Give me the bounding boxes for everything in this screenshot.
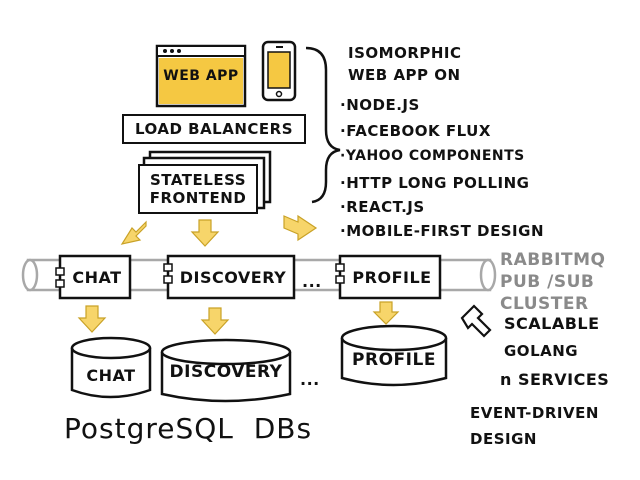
bullet-item: ·NODE.JS (340, 96, 420, 114)
postgresql-caption: PostgreSQL DBs (64, 412, 313, 445)
notes-heading-line2: WEB APP ON (348, 66, 461, 84)
web-app-browser-icon (155, 44, 247, 108)
bullet-item: ·HTTP LONG POLLING (340, 174, 530, 192)
service-note-line3: n SERVICES (500, 370, 610, 389)
service-note-line4: EVENT-DRIVEN (470, 404, 599, 422)
frontend-to-services-arrows (120, 214, 318, 247)
bullet-item: ·YAHOO COMPONENTS (340, 148, 525, 164)
service-note-line1: SCALABLE (504, 314, 600, 333)
bullet-item: ·MOBILE-FIRST DESIGN (340, 222, 545, 240)
mobile-phone-icon (261, 40, 297, 102)
service-note-line2: GOLANG (504, 342, 579, 360)
services-to-db-arrows (77, 301, 400, 335)
service-ellipsis: ... (302, 272, 322, 291)
grouping-brace (305, 46, 341, 204)
stateless-frontend-line1: STATELESS (149, 171, 247, 189)
stateless-frontend-box: STATELESS FRONTEND (138, 164, 258, 214)
db-chat-label: CHAT (86, 366, 136, 385)
rabbitmq-line2: PUB /SUB (500, 272, 595, 292)
service-note-line5: DESIGN (470, 430, 537, 448)
db-profile-label: PROFILE (352, 350, 436, 370)
db-ellipsis: ... (300, 370, 320, 389)
service-chat-label: CHAT (72, 268, 122, 287)
db-cylinders (70, 324, 448, 403)
pointer-arrow-icon (460, 304, 492, 338)
stateless-frontend-line2: FRONTEND (149, 189, 247, 207)
web-app-label: WEB APP (163, 68, 239, 84)
bullet-item: ·FACEBOOK FLUX (340, 122, 491, 140)
notes-heading-line1: ISOMORPHIC (348, 44, 462, 62)
service-discovery-label: DISCOVERY (179, 268, 287, 287)
load-balancers-box: LOAD BALANCERS (122, 114, 306, 144)
rabbitmq-line3: CLUSTER (500, 294, 589, 314)
service-profile-label: PROFILE (352, 268, 432, 287)
rabbitmq-line1: RABBITMQ (500, 250, 606, 270)
db-discovery-label: DISCOVERY (169, 362, 283, 382)
bullet-item: ·REACT.JS (340, 198, 425, 216)
load-balancers-label: LOAD BALANCERS (134, 120, 294, 138)
